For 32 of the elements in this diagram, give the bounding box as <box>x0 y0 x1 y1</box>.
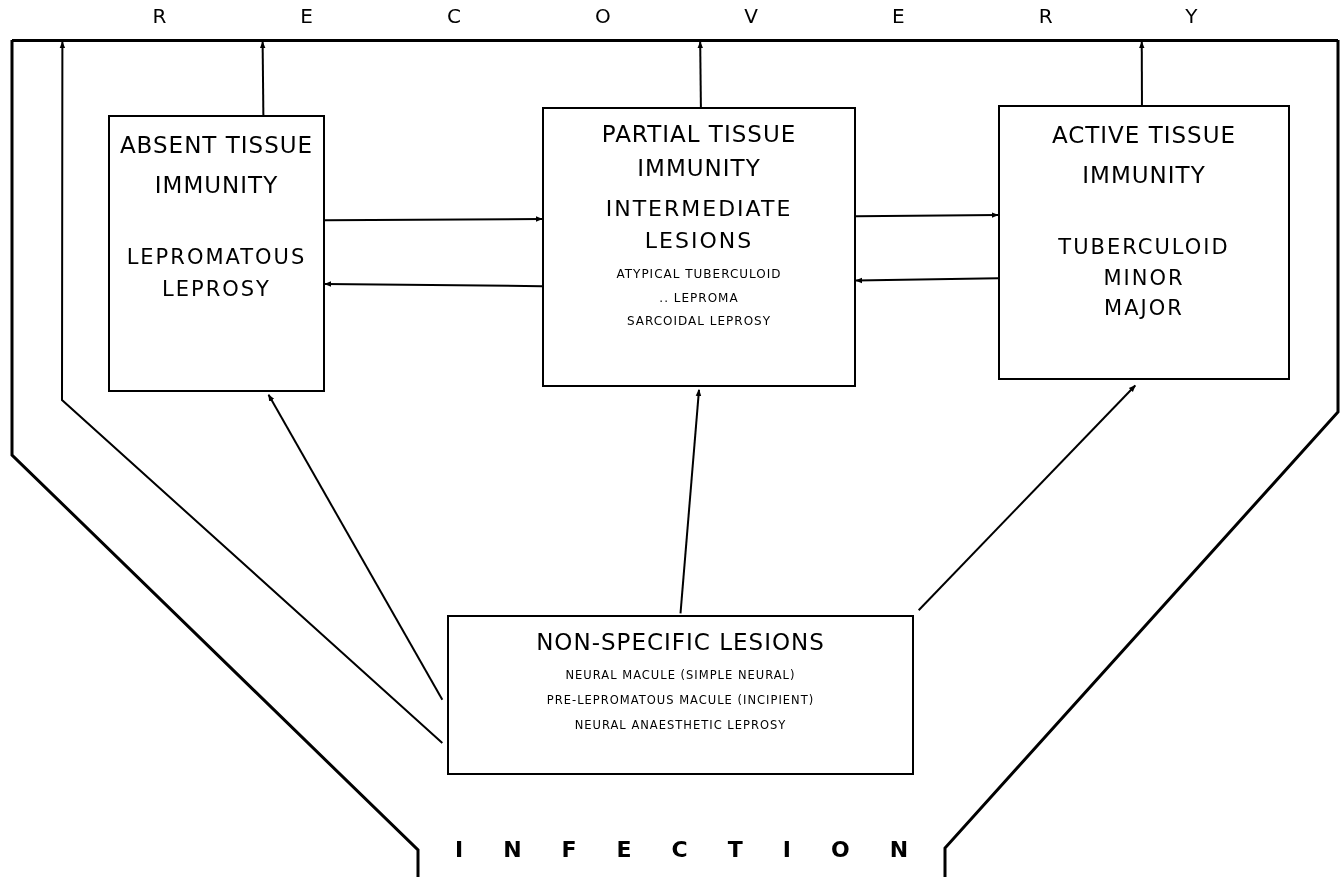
box-heading: NON-SPECIFIC LESIONS <box>536 628 825 657</box>
stage-box <box>447 615 914 775</box>
arrow <box>259 41 266 116</box>
recovery-heading: RECOVERY <box>151 4 1332 28</box>
box-heading: PARTIAL TISSUE IMMUNITY <box>600 120 798 183</box>
arrow <box>855 212 999 218</box>
box-text: TUBERCULOID <box>1058 234 1230 261</box>
arrow <box>1138 41 1145 106</box>
box-text: NEURAL MACULE (SIMPLE NEURAL) <box>565 667 796 684</box>
arrow <box>324 216 543 222</box>
stage-box <box>998 105 1290 380</box>
infection-label: INFECTION <box>420 822 943 877</box>
arrow <box>917 384 1137 612</box>
arrow <box>267 393 444 701</box>
box-text: INTERMEDIATE LESIONS <box>604 195 794 255</box>
box-text: .. LEPROMA <box>659 290 739 307</box>
stage-box <box>108 115 325 392</box>
arrow <box>697 41 704 108</box>
box-text: MINOR <box>1103 265 1185 292</box>
stage-box <box>542 107 856 387</box>
box-text: LEPROMATOUS LEPROSY <box>125 244 308 303</box>
box-text: SARCOIDAL LEPROSY <box>626 313 772 330</box>
arrow <box>59 41 444 744</box>
arrow <box>855 277 999 284</box>
arrow <box>679 388 702 615</box>
box-text: ATYPICAL TUBERCULOID <box>616 266 782 283</box>
box-heading: ABSENT TISSUE IMMUNITY <box>118 131 315 200</box>
box-text: MAJOR <box>1104 295 1184 322</box>
arrow <box>324 281 543 288</box>
box-text: NEURAL ANAESTHETIC LEPROSY <box>574 717 787 734</box>
box-text: PRE-LEPROMATOUS MACULE (INCIPIENT) <box>546 692 815 709</box>
box-heading: ACTIVE TISSUE IMMUNITY <box>1050 121 1238 190</box>
